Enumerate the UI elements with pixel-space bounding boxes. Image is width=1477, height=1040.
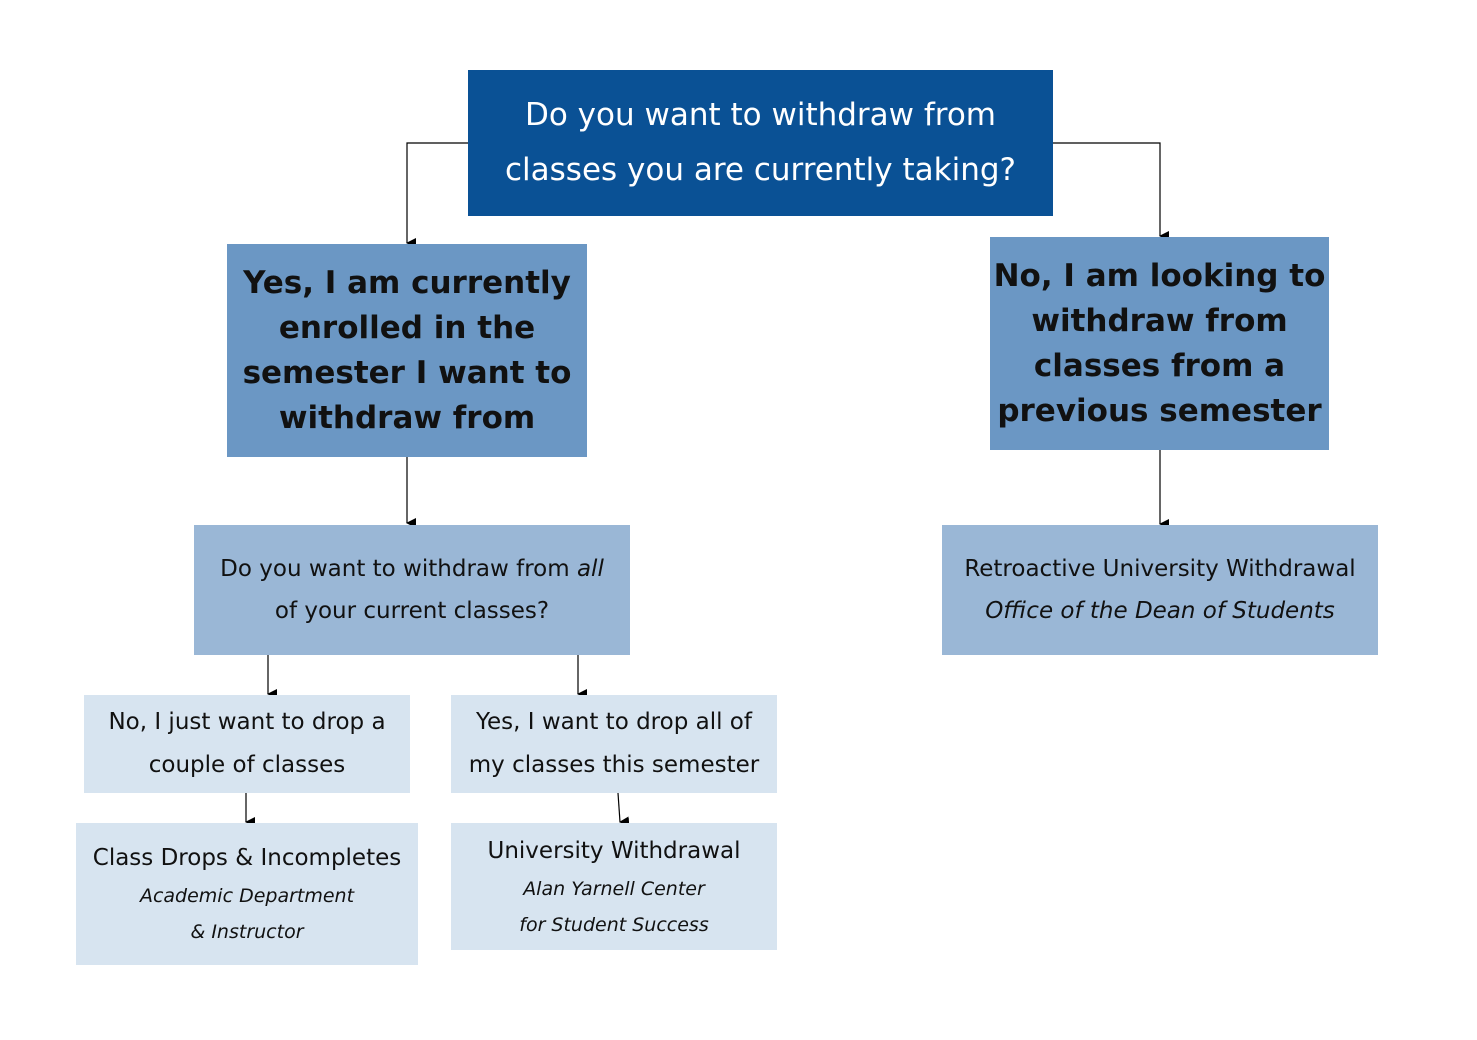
question-all-classes-box: Do you want to withdraw from all of your… — [194, 525, 630, 655]
retroactive-withdrawal-box: Retroactive University Withdrawal Office… — [942, 525, 1378, 655]
yes-all-line2: my classes this semester — [468, 752, 760, 778]
no-previous-line3: classes from a — [1033, 347, 1286, 384]
no-drop-couple-box: No, I just want to drop a couple of clas… — [84, 695, 410, 793]
arrow-yes-all-to-university-withdrawal — [617, 792, 630, 827]
class-drops-title: Class Drops & Incompletes — [92, 845, 402, 871]
no-previous-line2: withdraw from — [1031, 302, 1288, 339]
university-withdrawal-office-line1: Alan Yarnell Center — [523, 877, 705, 900]
yes-current-line4: withdraw from — [278, 399, 536, 436]
yes-currently-enrolled-box: Yes, I am currently enrolled in the seme… — [227, 244, 587, 457]
yes-current-line2: enrolled in the — [278, 309, 536, 346]
no-previous-line4: previous semester — [997, 392, 1322, 429]
yes-current-line3: semester I want to — [242, 354, 572, 391]
yes-drop-all-box: Yes, I want to drop all of my classes th… — [451, 695, 777, 793]
arrow-root-to-yes — [406, 142, 468, 248]
class-drops-contact-line1: Academic Department — [139, 885, 355, 907]
yes-current-line1: Yes, I am currently — [243, 264, 571, 301]
no-previous-line1: No, I am looking to — [993, 257, 1326, 294]
question-all-line1-prefix: Do you want to withdraw from — [220, 556, 577, 582]
retroactive-title: Retroactive University Withdrawal — [964, 556, 1356, 582]
question-all-emphasis: all — [576, 556, 604, 582]
retroactive-office: Office of the Dean of Students — [985, 598, 1335, 624]
question-root-line1: Do you want to withdraw from — [524, 97, 997, 133]
class-drops-contact-line2: & Instructor — [190, 921, 304, 943]
question-all-line1: Do you want to withdraw from all — [220, 548, 604, 590]
university-withdrawal-office-line2: for Student Success — [519, 913, 709, 936]
class-drops-box: Class Drops & Incompletes Academic Depar… — [76, 823, 418, 965]
university-withdrawal-box: University Withdrawal Alan Yarnell Cente… — [451, 823, 777, 950]
university-withdrawal-title: University Withdrawal — [487, 837, 741, 864]
no-previous-semester-box: No, I am looking to withdraw from classe… — [990, 237, 1329, 450]
question-all-line2: of your current classes? — [274, 598, 550, 624]
question-root-box: Do you want to withdraw from classes you… — [468, 70, 1053, 216]
arrow-root-to-no — [1053, 142, 1169, 241]
yes-all-line1: Yes, I want to drop all of — [476, 709, 752, 735]
question-root-line2: classes you are currently taking? — [505, 152, 1016, 188]
no-couple-line1: No, I just want to drop a — [108, 709, 386, 735]
no-couple-line2: couple of classes — [148, 752, 346, 778]
